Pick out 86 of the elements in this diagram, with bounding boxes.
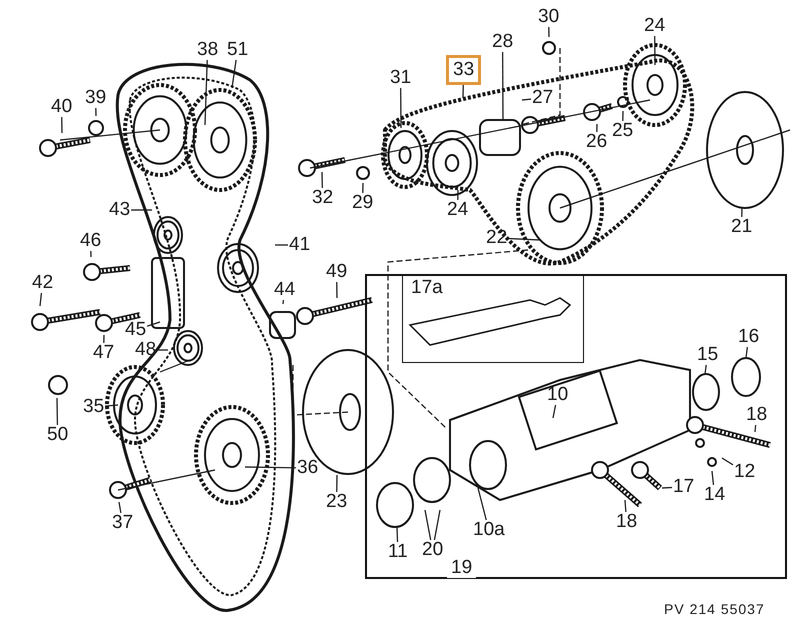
assembly-frame — [365, 274, 787, 579]
leader-line — [282, 300, 284, 304]
leader-line — [477, 488, 487, 520]
leader-line — [596, 124, 598, 132]
leader-line — [508, 238, 540, 241]
callout-number: 35 — [82, 397, 106, 417]
callout-number: 11 — [387, 542, 409, 562]
callout-number: 12 — [733, 462, 756, 482]
callout-number: 15 — [696, 345, 720, 365]
leader-line — [711, 470, 714, 486]
callout-number: 51 — [226, 40, 250, 60]
callout-number: 21 — [730, 217, 754, 237]
leader-line — [434, 510, 441, 540]
callout-number: 24 — [643, 16, 666, 36]
callout-number: 14 — [703, 485, 726, 505]
leader-line — [548, 26, 550, 38]
callout-number: 39 — [84, 88, 108, 108]
callout-number: 46 — [79, 231, 102, 251]
leader-line — [336, 474, 338, 492]
callout-number: 49 — [325, 262, 348, 282]
leader-line — [90, 250, 92, 258]
callout-number: 16 — [737, 327, 760, 347]
highlighted-callout-number: 33 — [446, 55, 482, 85]
callout-number: 36 — [296, 458, 320, 478]
callout-number: 23 — [325, 492, 348, 512]
leader-line — [722, 458, 734, 466]
callout-number: 38 — [196, 40, 220, 60]
leader-line — [741, 206, 743, 218]
callout-number: 26 — [585, 132, 608, 152]
leader-line — [321, 172, 323, 188]
callout-number: 44 — [273, 280, 296, 300]
callout-number: 20 — [421, 540, 444, 560]
leader-line — [95, 108, 97, 116]
leader-line — [146, 321, 160, 327]
leader-line — [61, 116, 63, 134]
callout-number: 30 — [537, 7, 560, 27]
leader-line — [754, 424, 756, 432]
leader-line — [157, 349, 168, 351]
callout-number: 29 — [351, 193, 374, 213]
leader-line — [662, 486, 672, 489]
leader-line — [400, 88, 402, 128]
callout-number: 43 — [108, 200, 132, 220]
callout-number: 40 — [50, 97, 74, 117]
leader-line — [336, 282, 338, 298]
frame-title: 19 — [447, 558, 476, 578]
leader-line — [39, 292, 42, 306]
leader-line — [745, 346, 748, 358]
callout-number: 42 — [31, 273, 54, 293]
callout-number: 47 — [92, 343, 116, 363]
callout-number: 10a — [472, 520, 506, 540]
leader-line — [118, 502, 122, 514]
callout-number: 45 — [124, 320, 148, 340]
callout-number: 48 — [134, 340, 158, 360]
callout-number: 18 — [615, 512, 638, 532]
leader-line — [244, 466, 296, 468]
leader-line — [275, 244, 288, 246]
callout-number: 41 — [288, 235, 312, 255]
callout-number: 24 — [446, 200, 470, 220]
leader-line — [624, 500, 626, 512]
callout-number: 31 — [389, 68, 412, 88]
leader-line — [462, 84, 464, 98]
leader-line — [622, 110, 624, 122]
leader-line — [362, 182, 364, 194]
callout-number: 25 — [611, 121, 634, 141]
leader-line — [552, 404, 556, 418]
inset-panel — [402, 274, 584, 363]
callout-number: 50 — [46, 425, 70, 445]
illustration-number: PV 214 55037 — [664, 601, 765, 617]
leader-line — [704, 364, 707, 374]
callout-number: 17 — [672, 477, 696, 497]
callout-number: 22 — [485, 228, 508, 248]
leader-line — [522, 98, 532, 101]
leader-line — [396, 526, 398, 542]
leader-line — [502, 52, 504, 120]
leader-line — [457, 190, 459, 200]
callout-number: 10 — [546, 385, 570, 405]
callout-number: 32 — [311, 188, 334, 208]
leader-line — [103, 334, 105, 344]
callout-number: 27 — [531, 88, 554, 108]
callout-number: 37 — [111, 513, 134, 533]
leader-line — [56, 398, 58, 425]
leader-line — [105, 404, 118, 407]
leader-line — [424, 510, 432, 540]
callout-number: 28 — [491, 32, 514, 52]
leader-line — [131, 209, 152, 211]
callout-number: 18 — [745, 405, 768, 425]
